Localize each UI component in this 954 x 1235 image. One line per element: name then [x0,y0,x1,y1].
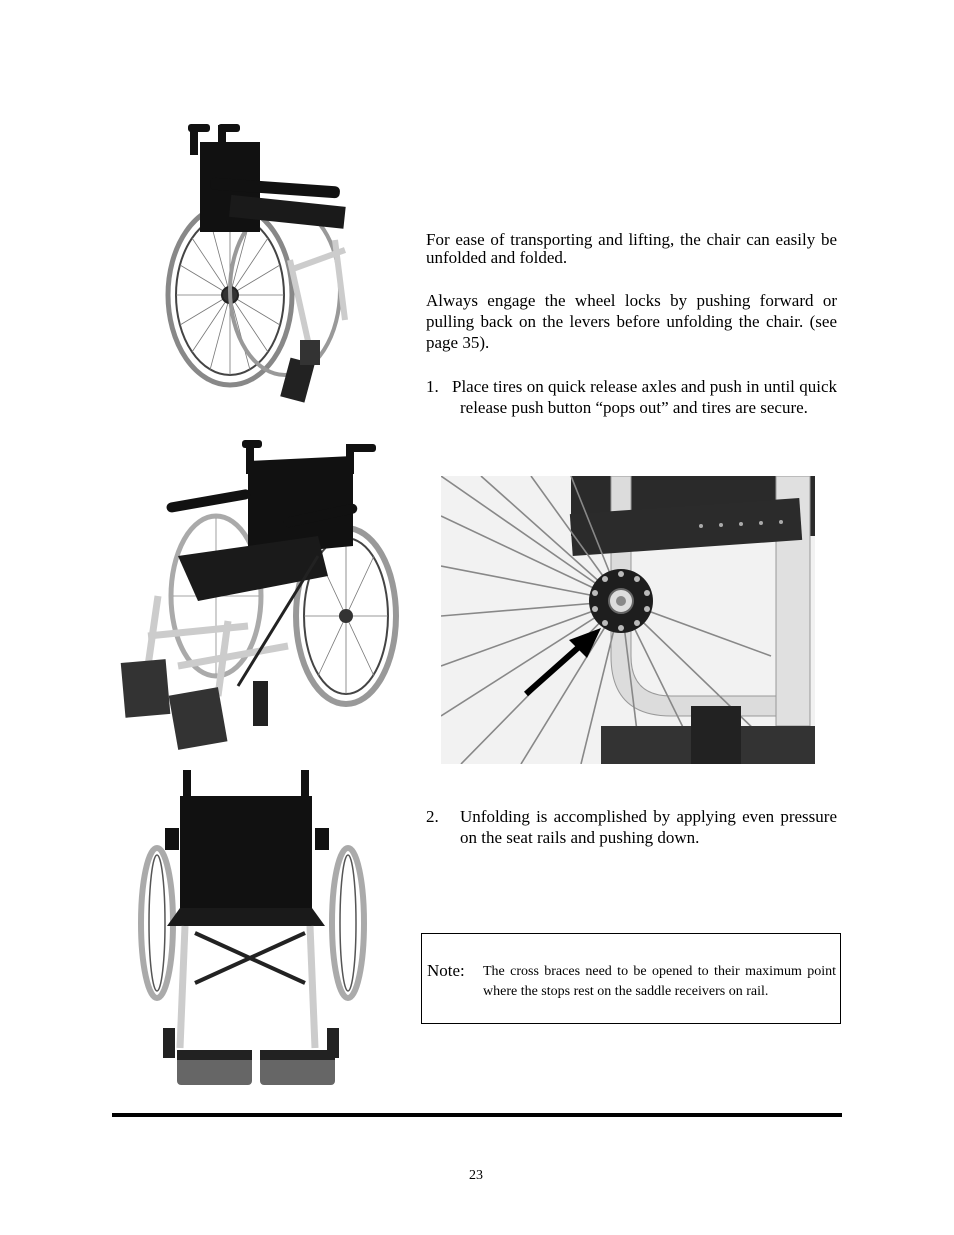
pointer-arrow-icon [524,628,601,697]
note-box: Note: The cross braces need to be opened… [421,933,841,1024]
step-2: 2. Unfolding is accomplished by applying… [426,806,837,850]
note-text: The cross braces need to be opened to th… [483,964,836,999]
step-1: 1. Place tires on quick release axles an… [426,376,837,442]
intro-paragraph: For ease of transporting and lifting, th… [426,230,837,267]
note-label: Note: [427,961,465,980]
step-1-text: Place tires on quick release axles and p… [452,377,837,417]
step-2-text: Unfolding is accomplished by applying ev… [460,807,837,847]
figure-unfolded-wheelchair-angled [118,436,403,751]
wheel-lock-warning: Always engage the wheel locks by pushing… [426,291,837,352]
step-1-number: 1. [426,377,439,396]
figure-folded-wheelchair [160,120,370,410]
step-2-number: 2. [426,807,439,826]
page-number: 23 [469,1168,483,1183]
figure-wheelchair-front [135,768,370,1093]
quick-release-axle-photo [441,476,815,764]
footer-rule [112,1113,842,1117]
